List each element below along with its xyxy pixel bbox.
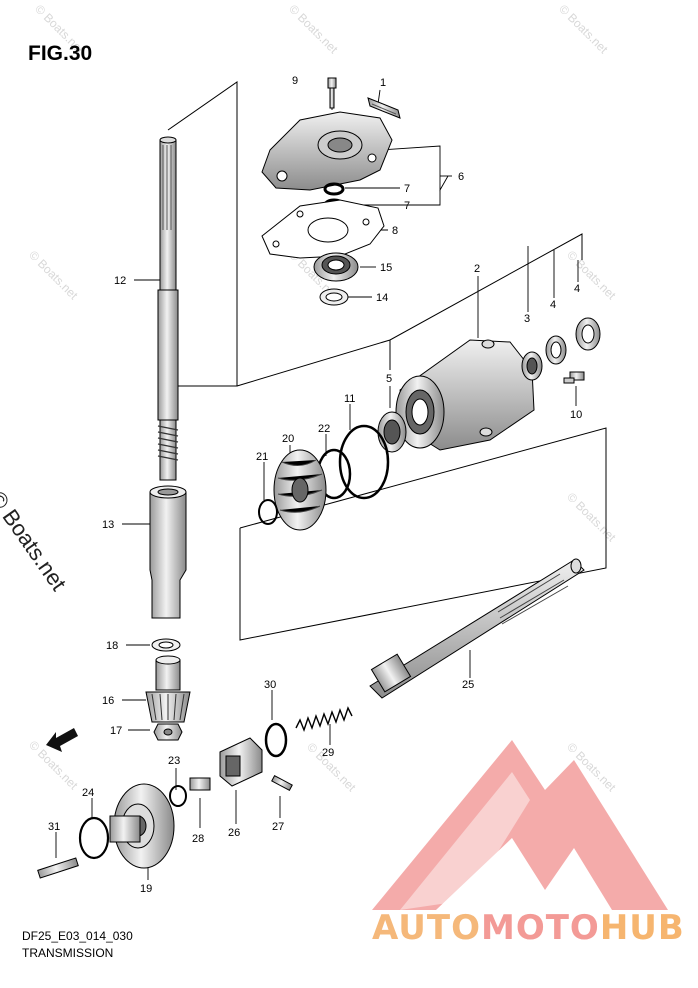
bearing [521,351,543,381]
bearing-pin [37,857,79,879]
callout-1: 1 [380,77,386,89]
callout-24: 24 [82,787,94,799]
o-ring [316,424,390,500]
brand-part-moto: MOTO [480,908,600,948]
shim [169,785,187,807]
pinion-nut [153,723,183,741]
callout-2: 2 [474,263,480,275]
callout-17: 17 [110,725,122,737]
callout-9: 9 [292,75,298,87]
callout-27: 27 [272,821,284,833]
callout-7b: 7 [404,200,410,212]
forward-arrow-icon [46,728,78,752]
needle-bearing [377,411,407,453]
callout-11: 11 [344,393,355,405]
drive-shaft [157,136,179,481]
callout-18: 18 [106,640,118,652]
reverse-gear [273,449,327,531]
figure-title: FIG.30 [28,42,93,65]
shift-spring [295,706,353,733]
oil-seal [319,288,349,306]
retainer-ring [264,722,288,758]
callout-28: 28 [192,833,204,845]
callout-31: 31 [48,821,60,833]
clutch-pin [271,774,293,792]
brand-part-hub: HUB [599,908,685,948]
clutch-dog [219,737,263,787]
callout-4b: 4 [574,283,580,295]
brand-part-auto: AUTO [372,908,481,948]
shim [78,816,110,860]
callout-10: 10 [570,409,582,421]
forward-gear [109,783,175,869]
group-frame-lines [167,81,607,641]
oil-seal [545,317,601,365]
gasket [261,199,385,259]
callout-23: 23 [168,755,180,767]
callout-8: 8 [392,225,398,237]
brand-wordmark: AUTOMOTOHUB [372,908,685,948]
callout-16: 16 [102,695,114,707]
figure-code: DF25_E03_014_030 [22,929,133,943]
callout-25: 25 [462,679,474,691]
callout-7: 7 [404,183,410,195]
callout-12: 12 [114,275,126,287]
callout-13: 13 [102,519,114,531]
callout-30: 30 [264,679,276,691]
shaft-sleeve [149,485,187,619]
propeller-shaft-bearing-housing [395,339,535,451]
callout-numbers: 1 9 6 7 7 8 15 14 2 3 4 4 5 10 11 22 20 … [48,75,582,895]
push-rod [189,777,211,791]
callout-4: 4 [550,299,556,311]
pinion-gear [145,655,191,723]
callout-15: 15 [380,262,392,274]
automotohub-logo-icon [372,740,668,910]
propeller-shaft [369,558,585,699]
callout-3: 3 [524,313,530,325]
washer [151,638,181,652]
callout-26: 26 [228,827,240,839]
callout-5: 5 [386,373,392,385]
ball-bearing [313,252,359,282]
callout-20: 20 [282,433,294,445]
callout-29: 29 [322,747,334,759]
shim [258,499,278,525]
callout-22: 22 [318,423,330,435]
callout-21: 21 [256,451,268,463]
callout-19: 19 [140,883,152,895]
callout-6: 6 [458,171,464,183]
bolt [563,371,585,384]
figure-name: TRANSMISSION [22,946,114,960]
water-pump-case [261,77,401,191]
callout-14: 14 [376,292,388,304]
